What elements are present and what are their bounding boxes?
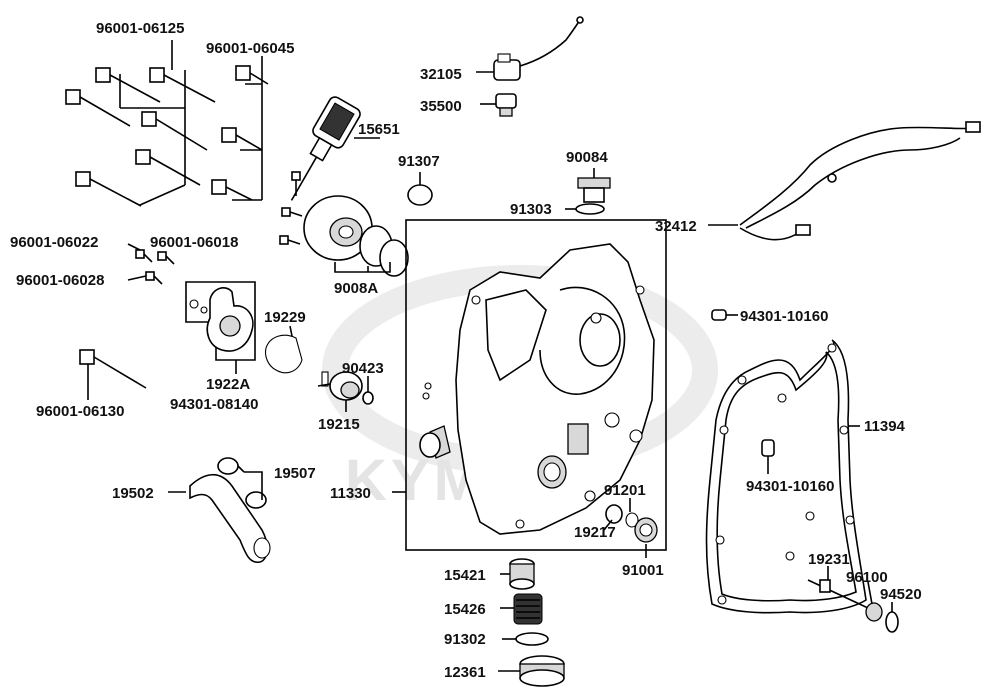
seals-right	[603, 498, 658, 558]
shaft-19231	[807, 566, 899, 633]
part-labels: 96001-06125 96001-06045 32105 35500 1565…	[10, 20, 922, 681]
gasket-19229	[264, 325, 303, 374]
dipstick-15651	[290, 96, 380, 201]
plug-90084	[577, 168, 611, 203]
hose-19502	[168, 473, 271, 564]
label-9008A: 9008A	[334, 280, 378, 297]
label-91307: 91307	[398, 153, 440, 170]
pump-9008A	[303, 195, 409, 277]
dowel-pin-bottom	[761, 439, 775, 474]
label-12361: 12361	[444, 664, 486, 681]
label-32412: 32412	[655, 218, 697, 235]
label-19507: 19507	[274, 465, 316, 482]
label-91302: 91302	[444, 631, 486, 648]
cable-32412	[708, 121, 981, 241]
label-96001-06045: 96001-06045	[206, 40, 294, 57]
label-19229: 19229	[264, 309, 306, 326]
sensor-32105	[476, 16, 584, 81]
label-96001-06018: 96001-06018	[150, 234, 238, 251]
label-19215: 19215	[318, 416, 360, 433]
label-19231: 19231	[808, 551, 850, 568]
washer-91303	[565, 203, 605, 215]
label-96100: 96100	[846, 569, 888, 586]
label-94520: 94520	[880, 586, 922, 603]
sensor-35500	[480, 93, 517, 117]
bolts-06018	[279, 171, 303, 245]
strainer-15421	[500, 558, 535, 590]
gasket-11394	[705, 339, 867, 614]
label-90423: 90423	[342, 360, 384, 377]
label-15651: 15651	[358, 121, 400, 138]
label-94301-08140: 94301-08140	[170, 396, 258, 413]
label-96001-06125: 96001-06125	[96, 20, 184, 37]
bolt-group-06125	[65, 40, 216, 207]
label-91201: 91201	[604, 482, 646, 499]
label-15426: 15426	[444, 601, 486, 618]
cap-12361	[498, 655, 565, 687]
dowel-pin-top	[711, 309, 738, 321]
pump-cover-1922A	[185, 281, 256, 374]
label-35500: 35500	[420, 98, 462, 115]
label-91001: 91001	[622, 562, 664, 579]
label-11394: 11394	[864, 418, 906, 435]
label-11330: 11330	[330, 485, 371, 502]
label-91303: 91303	[510, 201, 552, 218]
label-32105: 32105	[420, 66, 462, 83]
clamps-19507	[217, 457, 267, 509]
label-15421: 15421	[444, 567, 486, 584]
label-96001-06028: 96001-06028	[16, 272, 104, 289]
label-94301-10160-bottom: 94301-10160	[746, 478, 834, 495]
label-19217: 19217	[574, 524, 616, 541]
label-96001-06022: 96001-06022	[10, 234, 98, 251]
spring-15426	[500, 593, 543, 625]
bolt-group-06045	[211, 56, 269, 201]
label-94301-10160-top: 94301-10160	[740, 308, 828, 325]
crankcase-cover-11330	[392, 219, 667, 551]
oring-91307	[407, 172, 433, 206]
thermostat-19215	[317, 371, 374, 412]
oring-91302	[502, 632, 549, 646]
label-19502: 19502	[112, 485, 154, 502]
label-96001-06130: 96001-06130	[36, 403, 124, 420]
bolts-06022-06028	[127, 243, 175, 285]
bolt-06130	[79, 349, 147, 400]
label-1922A: 1922A	[206, 376, 250, 393]
label-90084: 90084	[566, 149, 608, 166]
